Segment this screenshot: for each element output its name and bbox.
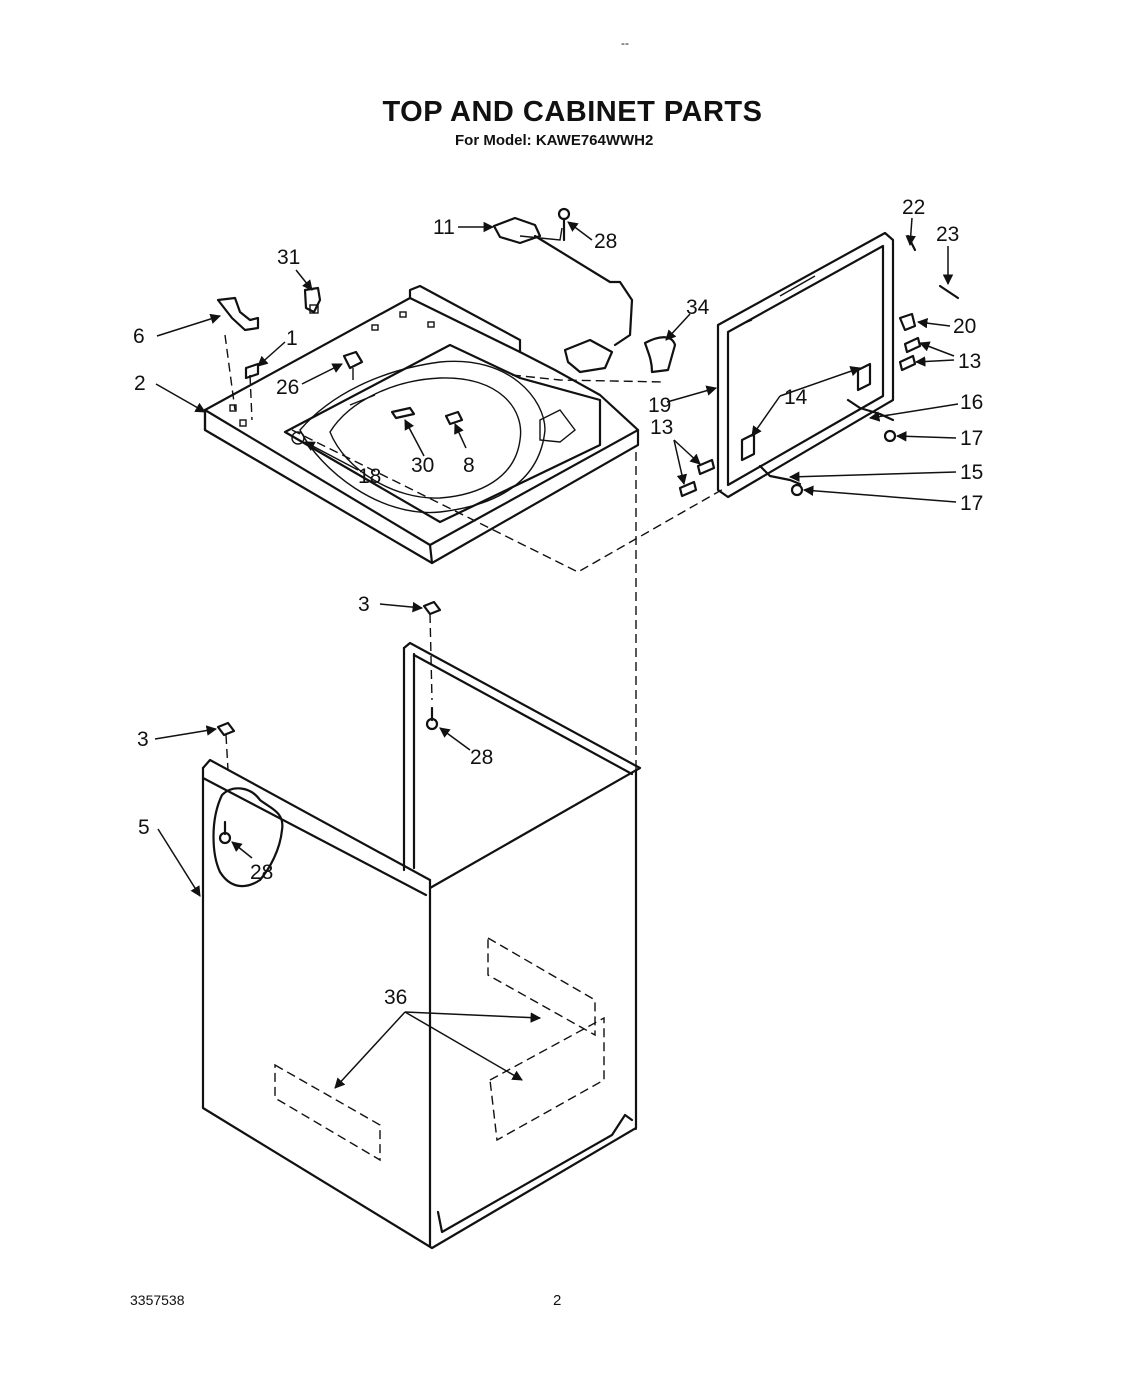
callout-20: 20 [953,315,976,338]
part-34-hinge-cover [643,336,677,374]
part-28-screw-cutout [218,820,232,845]
model-subtitle: For Model: KAWE764WWH2 [455,132,654,149]
callout-14: 14 [784,386,808,409]
washer-lid [678,231,960,499]
callout-17-upper: 17 [960,427,983,450]
callout-28-rear: 28 [470,746,493,769]
callout-22: 22 [902,196,925,219]
callout-6: 6 [133,325,145,348]
callout-23: 23 [936,223,959,246]
part-31-clip [303,286,322,314]
part-3-clip-front [216,721,236,771]
callout-28-cutout: 28 [250,861,273,884]
document-number: 3357538 [130,1292,185,1308]
callout-8: 8 [463,454,475,477]
callout-26: 26 [276,376,299,399]
callout-11: 11 [433,216,455,239]
callout-31: 31 [277,246,300,269]
callout-labels: 11 28 31 6 1 2 26 34 30 8 18 19 22 23 20… [133,196,983,1009]
callout-2: 2 [134,372,146,395]
alignment-line-6 [224,334,236,411]
page-title-text: TOP AND CABINET PARTS [382,96,763,128]
callout-15: 15 [960,461,983,484]
callout-13-left: 13 [650,416,673,439]
callout-3-front: 3 [137,728,149,751]
callout-17-lower: 17 [960,492,983,515]
part-11-switch-harness [492,216,634,374]
callout-16: 16 [960,391,983,414]
part-30-pin [390,406,416,420]
callout-34: 34 [686,296,710,319]
page-number: 2 [553,1292,562,1309]
part-3-clip-rear [422,600,442,701]
callout-28-top: 28 [594,230,617,253]
part-1-screw [244,362,260,380]
alignment-line-1 [249,374,253,421]
part-6-bracket [216,296,260,332]
callout-18: 18 [358,465,381,488]
top-mark: -- [621,36,629,50]
part-26-bumper [342,350,364,380]
page-title: TOP AND CABINET PARTS [0,96,1143,129]
alignment-line-hinge [511,374,666,383]
part-8-screw [444,410,464,426]
callout-19: 19 [648,394,671,417]
washer-top-panel [203,284,640,565]
callout-3-rear: 3 [358,593,370,616]
alignment-line-lid [291,429,726,573]
callout-1: 1 [286,327,298,350]
callout-13-right: 13 [958,350,981,373]
washer-cabinet [201,641,642,1250]
part-28-screw-top [557,207,571,242]
callout-36: 36 [384,986,407,1009]
callout-30: 30 [411,454,434,477]
callout-5: 5 [138,816,150,839]
leader-lines [154,217,959,1089]
part-28-screw-rear [425,706,439,731]
